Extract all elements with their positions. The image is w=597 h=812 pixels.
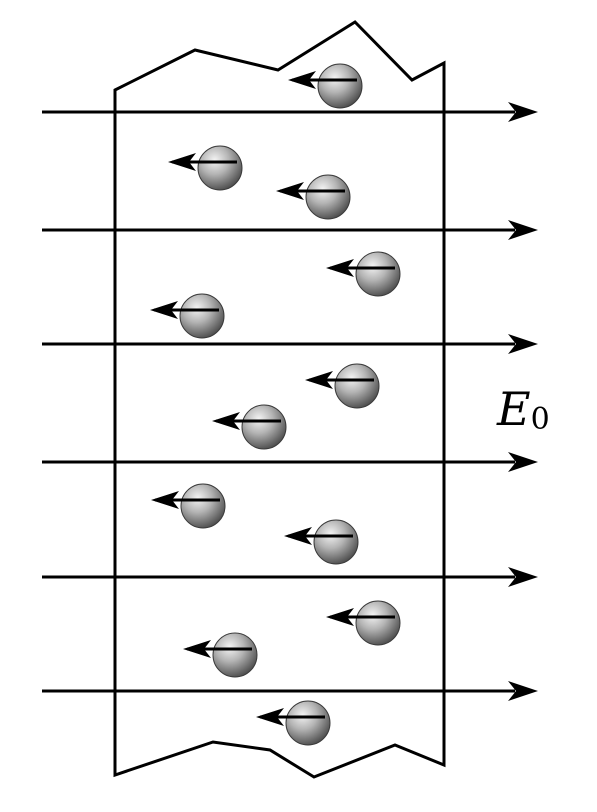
electron-sphere bbox=[241, 404, 287, 450]
field-line-arrowhead bbox=[508, 567, 538, 587]
field-line-arrowhead bbox=[508, 452, 538, 472]
electron-force-arrowhead bbox=[183, 640, 211, 658]
electron-force-arrowhead bbox=[284, 527, 312, 545]
electron-7 bbox=[212, 404, 287, 450]
electron-6 bbox=[305, 363, 380, 409]
field-subscript: 0 bbox=[531, 402, 550, 437]
electron-force-arrowhead bbox=[276, 182, 304, 200]
electron-sphere bbox=[313, 519, 359, 565]
electron-force-arrowhead bbox=[151, 491, 179, 509]
electron-force-arrowhead bbox=[256, 708, 284, 726]
electron-12 bbox=[256, 700, 331, 746]
electron-11 bbox=[183, 632, 258, 678]
field-line-arrowhead bbox=[508, 102, 538, 122]
electron-force-arrowhead bbox=[212, 412, 240, 430]
electron-sphere bbox=[305, 174, 351, 220]
field-line-arrowhead bbox=[508, 681, 538, 701]
electron-force-arrowhead bbox=[168, 153, 196, 171]
conductor-slab-outline bbox=[113, 20, 446, 779]
electron-10 bbox=[326, 600, 401, 646]
electron-sphere bbox=[317, 63, 363, 109]
electron-sphere bbox=[285, 700, 331, 746]
electron-8 bbox=[151, 483, 226, 529]
electron-force-arrowhead bbox=[150, 301, 178, 319]
electron-force-arrowhead bbox=[326, 608, 354, 626]
field-line-arrowhead bbox=[508, 334, 538, 354]
electron-force-arrowhead bbox=[288, 71, 316, 89]
electron-force-arrowhead bbox=[305, 371, 333, 389]
electron-sphere bbox=[180, 483, 226, 529]
electron-force-arrowhead bbox=[326, 259, 354, 277]
field-label: E0 bbox=[496, 382, 550, 437]
field-symbol: E bbox=[496, 382, 531, 436]
field-lines bbox=[42, 102, 538, 701]
electron-2 bbox=[168, 145, 243, 191]
electron-sphere bbox=[355, 600, 401, 646]
electron-sphere bbox=[334, 363, 380, 409]
electron-4 bbox=[326, 251, 401, 297]
electrons bbox=[150, 63, 401, 746]
electron-9 bbox=[284, 519, 359, 565]
electron-sphere bbox=[355, 251, 401, 297]
electron-sphere bbox=[179, 293, 225, 339]
electron-1 bbox=[288, 63, 363, 109]
field-line-arrowhead bbox=[508, 220, 538, 240]
electron-sphere bbox=[212, 632, 258, 678]
electron-3 bbox=[276, 174, 351, 220]
electron-sphere bbox=[197, 145, 243, 191]
electron-5 bbox=[150, 293, 225, 339]
